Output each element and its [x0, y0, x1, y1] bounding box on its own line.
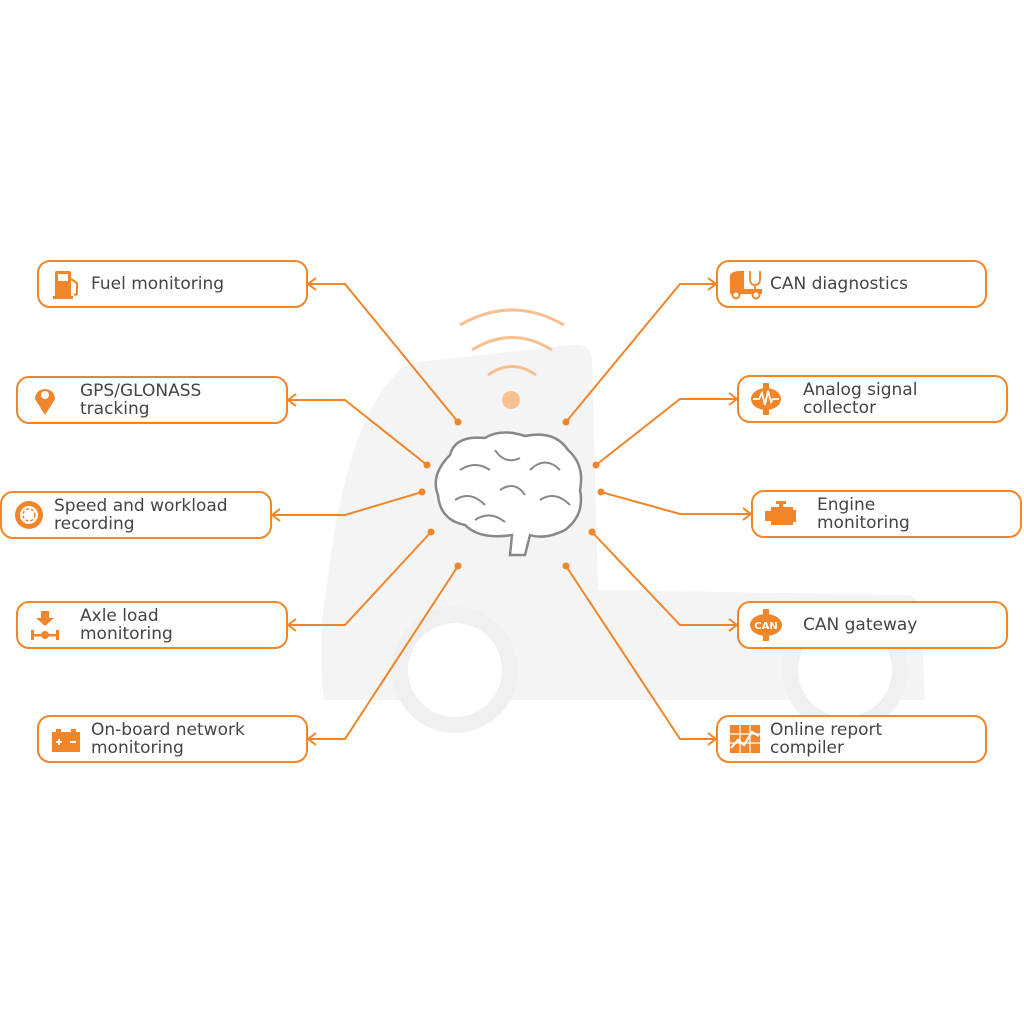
feature-label: Fuel monitoring: [91, 274, 225, 294]
connector-dot: [454, 418, 462, 426]
connector-line: [272, 491, 423, 516]
connector-line: [288, 399, 428, 466]
feature-label: CAN gateway: [803, 615, 918, 635]
feature-box-can-gateway: CAN CAN gateway: [737, 601, 1008, 649]
connector-line: [308, 565, 459, 740]
connector-dot: [418, 488, 426, 496]
arrowhead: [306, 277, 317, 291]
wifi-signal-icon: [459, 308, 565, 409]
feature-label: CAN diagnostics: [770, 274, 908, 294]
can-gateway-icon: CAN: [750, 609, 782, 641]
arrowhead: [270, 508, 281, 522]
engine-icon: [765, 501, 796, 525]
connector-dot: [423, 461, 431, 469]
fuel-pump-icon: [53, 271, 78, 299]
connector-line: [565, 283, 716, 423]
connector-line: [591, 531, 737, 626]
arrowhead: [286, 393, 297, 407]
connector-dot: [592, 461, 600, 469]
report-chart-icon: [730, 725, 760, 753]
connector-dot: [562, 418, 570, 426]
arrowhead: [286, 618, 297, 632]
map-pin-icon: [35, 389, 55, 415]
connector-dot: [454, 562, 462, 570]
connector-line: [565, 565, 716, 740]
arrowhead: [306, 732, 317, 746]
connector-dot: [427, 528, 435, 536]
connector-dot: [597, 488, 605, 496]
axle-load-icon: [31, 611, 59, 640]
connector-line: [595, 398, 737, 466]
connector-line: [600, 491, 751, 515]
battery-icon: [52, 729, 80, 752]
analog-signal-icon: [751, 383, 781, 415]
svg-text:CAN: CAN: [754, 621, 777, 632]
tachograph-icon: [15, 501, 43, 529]
feature-box-can-diagnostics: CAN diagnostics: [716, 260, 987, 308]
truck-stethoscope-icon: [730, 271, 762, 300]
brain-icon: [434, 431, 583, 557]
connector-dot: [588, 528, 596, 536]
feature-box-fuel-monitoring: Fuel monitoring: [37, 260, 308, 308]
connector-dot: [562, 562, 570, 570]
connector-line: [288, 531, 432, 626]
connector-lines: [270, 277, 753, 746]
connector-line: [308, 283, 459, 423]
